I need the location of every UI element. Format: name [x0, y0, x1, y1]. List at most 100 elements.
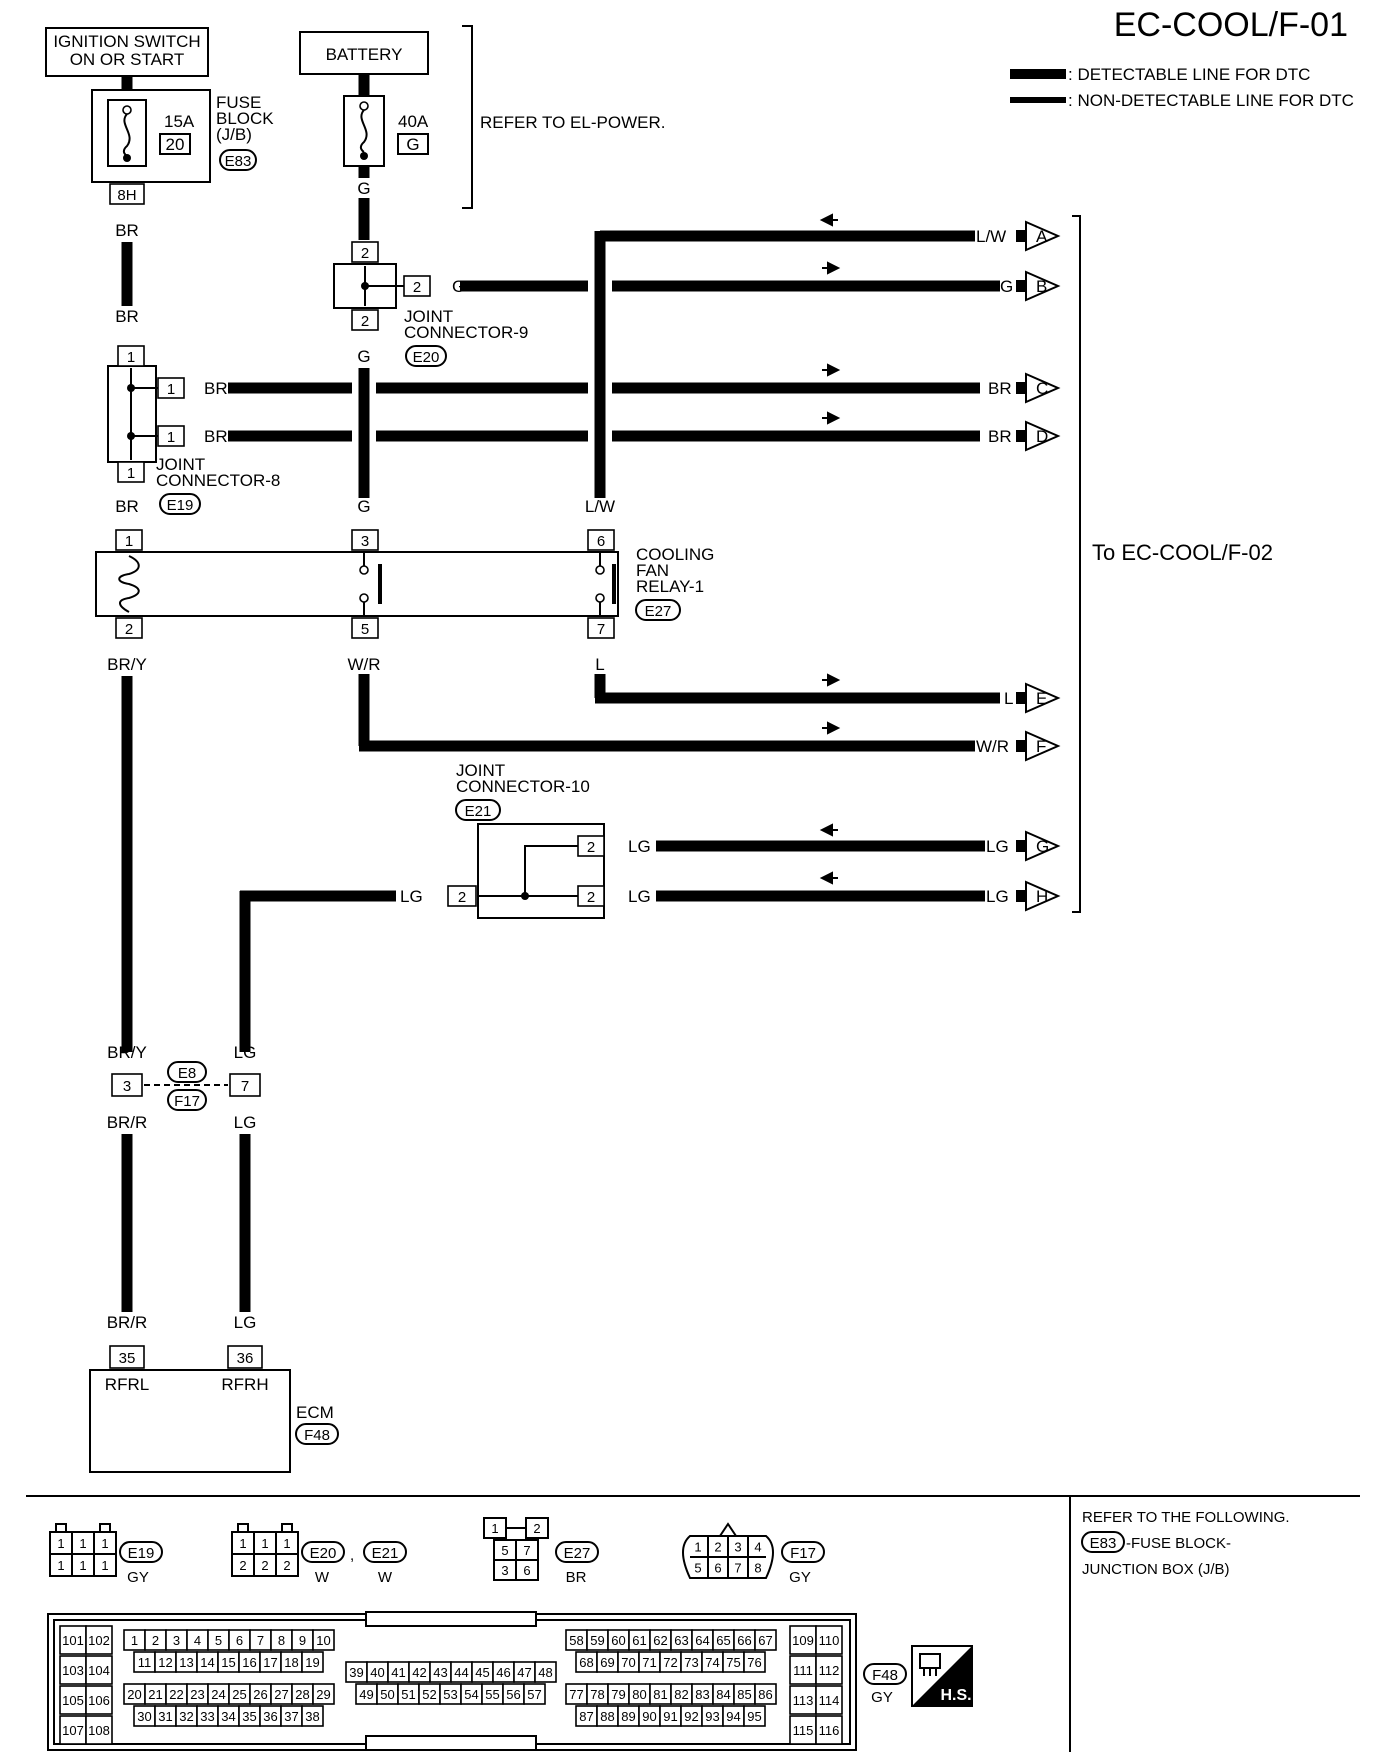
- f48-pin-14: 14: [200, 1655, 214, 1670]
- ecm-pin-36: 36: [237, 1350, 254, 1367]
- f48-pin-31: 31: [158, 1709, 172, 1724]
- f48-pin-41: 41: [391, 1665, 405, 1680]
- f48-pin-106: 106: [88, 1693, 110, 1708]
- e27-pin-6: 6: [523, 1563, 530, 1578]
- relay-conn: E27: [645, 603, 672, 620]
- f48-pin-91: 91: [663, 1709, 677, 1724]
- f48-pin-81: 81: [653, 1687, 667, 1702]
- f48-pin-113: 113: [793, 1693, 814, 1708]
- f17-pin-1: 1: [694, 1540, 701, 1555]
- port-e: E: [1016, 682, 1061, 714]
- e19-pin-4: 1: [79, 1558, 86, 1573]
- f48-pin-83: 83: [695, 1687, 709, 1702]
- f48-pin-5: 5: [215, 1633, 222, 1648]
- wire-label-bry-2: BR/Y: [107, 1043, 147, 1062]
- joint8-l1: JOINT: [156, 455, 205, 474]
- f48-pin-93: 93: [705, 1709, 719, 1724]
- f17-pin-4: 4: [754, 1540, 761, 1555]
- f48-pin-87: 87: [579, 1709, 593, 1724]
- e19-pin-5: 1: [101, 1558, 108, 1573]
- fuse-pin-8h: 8H: [117, 187, 136, 204]
- fuse-block-l1: FUSE: [216, 93, 261, 112]
- f48-pin-48: 48: [538, 1665, 552, 1680]
- to-next-page: To EC-COOL/F-02: [1092, 540, 1273, 565]
- inline-conn-e8: E8: [178, 1065, 196, 1082]
- port-g: G: [1016, 830, 1061, 862]
- wire-label-br-port-c: BR: [988, 379, 1012, 398]
- f48-pin-70: 70: [621, 1655, 635, 1670]
- ecm-label: ECM: [296, 1403, 334, 1422]
- fuse-block-connector: E83: [225, 153, 252, 170]
- j8-pin-c: 1: [167, 381, 175, 398]
- joint9-l1: JOINT: [404, 307, 453, 326]
- f48-pin-15: 15: [221, 1655, 235, 1670]
- f48-pin-43: 43: [433, 1665, 447, 1680]
- refer-following-l3: JUNCTION BOX (J/B): [1082, 1561, 1230, 1578]
- f48-pin-34: 34: [221, 1709, 235, 1724]
- f48-pin-88: 88: [600, 1709, 614, 1724]
- inline-conn-f17: F17: [174, 1093, 200, 1110]
- f17-pin-5: 5: [694, 1561, 701, 1576]
- e27-pin-3: 3: [501, 1563, 508, 1578]
- f48-pin-29: 29: [316, 1687, 330, 1702]
- svg-text:C: C: [1036, 379, 1048, 398]
- f48-pin-76: 76: [747, 1655, 761, 1670]
- f48-pin-72: 72: [663, 1655, 677, 1670]
- relay-l3: RELAY-1: [636, 577, 704, 596]
- f48-pin-68: 68: [579, 1655, 593, 1670]
- f48-pin-79: 79: [611, 1687, 625, 1702]
- f48-pin-35: 35: [242, 1709, 256, 1724]
- relay-pin-1: 1: [125, 533, 133, 550]
- e27-pin-2: 2: [533, 1521, 540, 1536]
- wire-label-br-3: BR: [115, 497, 139, 516]
- f48-pin-20: 20: [127, 1687, 141, 1702]
- battery-fuse-amp: 40A: [398, 112, 429, 131]
- e20-pin-2: 1: [283, 1536, 290, 1551]
- arrow-right-b: [822, 261, 841, 275]
- f48-pin-3: 3: [173, 1633, 180, 1648]
- f48-pin-62: 62: [653, 1633, 667, 1648]
- e20-pin-0: 1: [239, 1536, 246, 1551]
- e20-pin-4: 2: [261, 1558, 268, 1573]
- f48-pin-55: 55: [485, 1687, 499, 1702]
- wire-label-g-3: G: [357, 497, 370, 516]
- f48-pin-94: 94: [726, 1709, 740, 1724]
- cv-f17-id: F17: [790, 1545, 816, 1562]
- refer-following-conn: E83: [1090, 1535, 1117, 1552]
- f48-pin-28: 28: [295, 1687, 309, 1702]
- ignition-switch-box: [45, 27, 209, 77]
- f48-pin-17: 17: [263, 1655, 277, 1670]
- relay-pin-7: 7: [597, 621, 605, 638]
- f48-pin-9: 9: [299, 1633, 306, 1648]
- f48-pin-46: 46: [496, 1665, 510, 1680]
- f48-pin-56: 56: [506, 1687, 520, 1702]
- f48-pin-23: 23: [190, 1687, 204, 1702]
- f48-pin-49: 49: [359, 1687, 373, 1702]
- j8-pin-bottom: 1: [127, 465, 135, 482]
- fuse-block-l3: (J/B): [216, 125, 252, 144]
- f48-pin-102: 102: [88, 1633, 110, 1648]
- f48-pin-116: 116: [819, 1723, 840, 1738]
- wire-label-lw-a: L/W: [976, 227, 1006, 246]
- arrow-left-g: [819, 823, 838, 837]
- f48-pin-13: 13: [179, 1655, 193, 1670]
- f48-pin-111: 111: [793, 1663, 813, 1678]
- to-next-bracket: [1072, 215, 1081, 913]
- f48-pin-2: 2: [152, 1633, 159, 1648]
- port-b: B: [1016, 270, 1061, 302]
- f48-pin-73: 73: [684, 1655, 698, 1670]
- f48-pin-1: 1: [131, 1633, 138, 1648]
- joint10-l2: CONNECTOR-10: [456, 777, 590, 796]
- svg-text:A: A: [1036, 227, 1048, 246]
- j9-pin-bottom: 2: [361, 313, 369, 330]
- f48-pin-38: 38: [305, 1709, 319, 1724]
- el-power-bracket: [462, 25, 473, 209]
- f48-pin-53: 53: [443, 1687, 457, 1702]
- arrow-left-a: [819, 213, 838, 227]
- f48-pin-21: 21: [148, 1687, 162, 1702]
- f48-pin-89: 89: [621, 1709, 635, 1724]
- e27-pin-7: 7: [523, 1543, 530, 1558]
- port-c: C: [1016, 372, 1061, 404]
